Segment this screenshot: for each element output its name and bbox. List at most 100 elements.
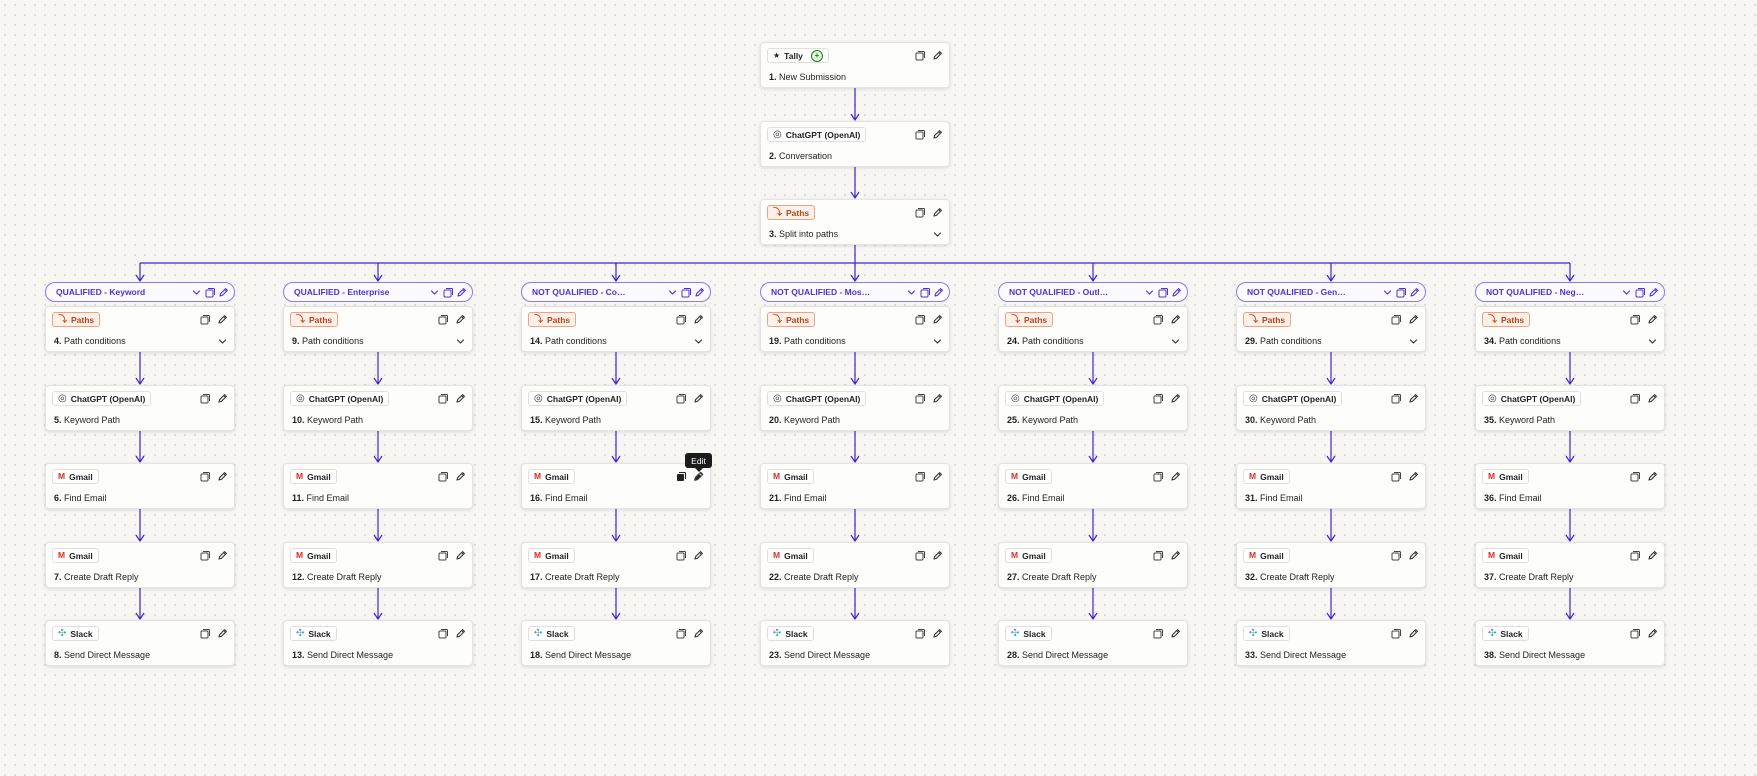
duplicate-icon[interactable] [1390, 470, 1402, 482]
duplicate-icon[interactable] [914, 49, 926, 61]
chevron-down-icon[interactable] [906, 287, 917, 298]
edit-pencil-icon[interactable] [216, 627, 228, 639]
edit-pencil-icon[interactable] [1646, 549, 1658, 561]
chevron-down-icon[interactable] [1382, 287, 1393, 298]
duplicate-icon[interactable] [914, 549, 926, 561]
duplicate-icon[interactable] [199, 627, 211, 639]
edit-pencil-icon[interactable] [1646, 392, 1658, 404]
path-branch-header[interactable]: NOT QUALIFIED - Negative S... [1475, 282, 1665, 302]
duplicate-icon[interactable] [199, 313, 211, 325]
duplicate-icon[interactable] [199, 470, 211, 482]
edit-pencil-icon[interactable] [1169, 627, 1181, 639]
duplicate-icon[interactable] [199, 392, 211, 404]
duplicate-icon[interactable] [1152, 392, 1164, 404]
duplicate-icon[interactable] [681, 287, 692, 298]
duplicate-icon[interactable] [1396, 287, 1407, 298]
edit-pencil-icon[interactable] [931, 470, 943, 482]
edit-pencil-icon[interactable] [454, 470, 466, 482]
edit-pencil-icon[interactable] [692, 470, 704, 482]
duplicate-icon[interactable] [914, 627, 926, 639]
edit-pencil-icon[interactable] [1171, 287, 1182, 298]
edit-pencil-icon[interactable] [931, 549, 943, 561]
edit-pencil-icon[interactable] [454, 627, 466, 639]
edit-pencil-icon[interactable] [454, 392, 466, 404]
edit-pencil-icon[interactable] [216, 470, 228, 482]
duplicate-icon[interactable] [675, 392, 687, 404]
chevron-down-icon[interactable] [1170, 336, 1180, 346]
duplicate-icon[interactable] [1152, 627, 1164, 639]
duplicate-icon[interactable] [675, 470, 687, 482]
edit-pencil-icon[interactable] [692, 392, 704, 404]
edit-pencil-icon[interactable] [694, 287, 705, 298]
edit-pencil-icon[interactable] [931, 392, 943, 404]
edit-pencil-icon[interactable] [1169, 470, 1181, 482]
step-card[interactable]: ◎ChatGPT (OpenAI)5. Keyword Path [45, 385, 235, 431]
edit-pencil-icon[interactable] [218, 287, 229, 298]
step-card[interactable]: ◎ChatGPT (OpenAI)2. Conversation [760, 121, 950, 167]
edit-pencil-icon[interactable] [692, 627, 704, 639]
edit-pencil-icon[interactable] [1169, 392, 1181, 404]
edit-pencil-icon[interactable] [1407, 392, 1419, 404]
duplicate-icon[interactable] [1629, 627, 1641, 639]
path-branch-header[interactable]: QUALIFIED - Keyword [45, 282, 235, 302]
chevron-down-icon[interactable] [1621, 287, 1632, 298]
step-card[interactable]: ◎ChatGPT (OpenAI)10. Keyword Path [283, 385, 473, 431]
duplicate-icon[interactable] [675, 313, 687, 325]
duplicate-icon[interactable] [1635, 287, 1646, 298]
step-card[interactable]: ◎ChatGPT (OpenAI)25. Keyword Path [998, 385, 1188, 431]
edit-pencil-icon[interactable] [1646, 627, 1658, 639]
path-branch-header[interactable]: NOT QUALIFIED - Mostly Wi... [760, 282, 950, 302]
path-branch-header[interactable]: QUALIFIED - Enterprise [283, 282, 473, 302]
duplicate-icon[interactable] [1629, 392, 1641, 404]
chevron-down-icon[interactable] [693, 336, 703, 346]
edit-pencil-icon[interactable] [692, 313, 704, 325]
duplicate-icon[interactable] [914, 206, 926, 218]
edit-pencil-icon[interactable] [454, 549, 466, 561]
duplicate-icon[interactable] [1390, 313, 1402, 325]
edit-pencil-icon[interactable] [1407, 549, 1419, 561]
edit-pencil-icon[interactable] [1407, 313, 1419, 325]
duplicate-icon[interactable] [437, 392, 449, 404]
edit-pencil-icon[interactable] [1646, 313, 1658, 325]
chevron-down-icon[interactable] [932, 229, 942, 239]
edit-pencil-icon[interactable] [216, 549, 228, 561]
chevron-down-icon[interactable] [455, 336, 465, 346]
duplicate-icon[interactable] [914, 128, 926, 140]
edit-pencil-icon[interactable] [216, 313, 228, 325]
step-card[interactable]: ◎ChatGPT (OpenAI)35. Keyword Path [1475, 385, 1665, 431]
path-branch-header[interactable]: NOT QUALIFIED - Combined ... [521, 282, 711, 302]
edit-pencil-icon[interactable] [216, 392, 228, 404]
duplicate-icon[interactable] [1152, 549, 1164, 561]
duplicate-icon[interactable] [1629, 313, 1641, 325]
edit-pencil-icon[interactable] [1169, 549, 1181, 561]
edit-pencil-icon[interactable] [933, 287, 944, 298]
duplicate-icon[interactable] [1152, 313, 1164, 325]
duplicate-icon[interactable] [437, 627, 449, 639]
duplicate-icon[interactable] [1629, 549, 1641, 561]
edit-pencil-icon[interactable] [931, 128, 943, 140]
step-card[interactable]: ★Tally+1. New Submission [760, 42, 950, 88]
